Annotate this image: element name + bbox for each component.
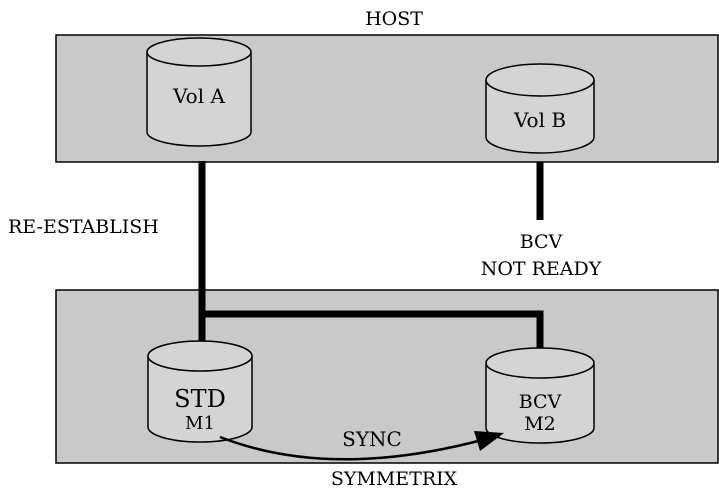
sync-label: SYNC: [342, 427, 402, 451]
vol-a-label: Vol A: [172, 84, 225, 108]
std-disk-icon: STD M1: [147, 340, 253, 443]
sync-arrow-line: [219, 435, 483, 461]
vol-a-disk-icon: Vol A: [146, 37, 252, 147]
bcv-link-line: [202, 310, 544, 363]
std-name-label: STD: [174, 385, 226, 413]
bcv-status-line1: BCV: [520, 231, 563, 253]
bcv-disk-icon: BCV M2: [485, 347, 595, 444]
vol-b-label: Vol B: [513, 108, 566, 132]
host-label: HOST: [365, 8, 423, 30]
sync-arrowhead-icon: [474, 431, 504, 451]
bcv-status-line2: NOT READY: [481, 258, 602, 280]
reestablish-label: RE-ESTABLISH: [8, 216, 159, 238]
bcv-mirror-label: M2: [524, 413, 556, 435]
std-mirror-label: M1: [185, 413, 215, 434]
symmetrix-label: SYMMETRIX: [331, 468, 458, 489]
vol-b-disk-icon: Vol B: [485, 63, 595, 154]
bcv-name-label: BCV: [519, 391, 562, 413]
